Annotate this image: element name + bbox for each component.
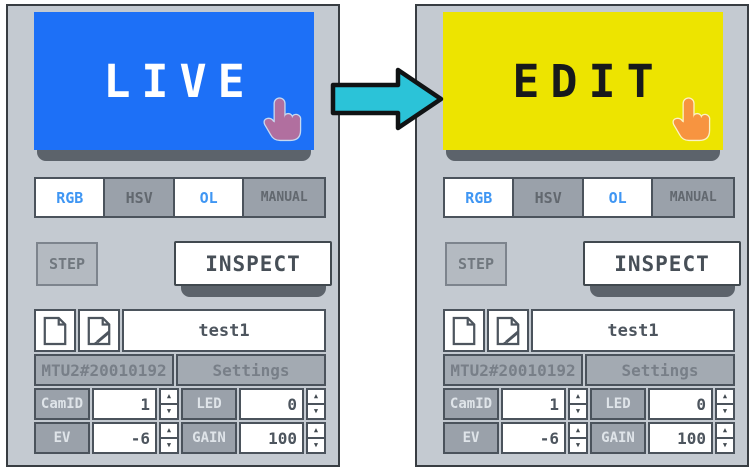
- spinner-down-icon[interactable]: ▼: [166, 407, 172, 415]
- ev-spinner: ▲ ▼: [159, 422, 179, 454]
- led-spinner: ▲ ▼: [306, 388, 326, 420]
- ev-value[interactable]: -6: [92, 422, 157, 454]
- gain-value[interactable]: 100: [648, 422, 713, 454]
- spinner-down-icon[interactable]: ▼: [575, 441, 581, 449]
- camid-spinner: ▲ ▼: [159, 388, 179, 420]
- button-shadow: [590, 286, 735, 297]
- spinner-up-icon[interactable]: ▲: [161, 424, 177, 439]
- tab-rgb[interactable]: RGB: [36, 179, 104, 216]
- device-id-label: MTU2#20010192: [443, 354, 583, 386]
- spinner-up-icon[interactable]: ▲: [717, 390, 733, 405]
- spinner-down-icon[interactable]: ▼: [166, 441, 172, 449]
- new-file-icon: [43, 316, 67, 345]
- tab-hsv[interactable]: HSV: [514, 179, 582, 216]
- tab-ol[interactable]: OL: [174, 179, 243, 216]
- tab-manual[interactable]: MANUAL: [653, 179, 734, 216]
- edit-mode-button[interactable]: EDIT: [443, 12, 723, 150]
- hand-cursor-icon: [672, 97, 711, 142]
- settings-table: test1 MTU2#20010192 Settings CamID 1 ▲ ▼…: [34, 309, 326, 454]
- ev-spinner: ▲ ▼: [568, 422, 588, 454]
- settings-label: Settings: [176, 354, 326, 386]
- spinner-down-icon[interactable]: ▼: [313, 441, 319, 449]
- new-file-button[interactable]: [34, 309, 76, 352]
- inspect-button[interactable]: INSPECT: [174, 241, 332, 286]
- led-spinner: ▲ ▼: [715, 388, 735, 420]
- right-arrow-icon: [330, 67, 444, 131]
- ev-label: EV: [443, 422, 499, 454]
- spinner-up-icon[interactable]: ▲: [308, 390, 324, 405]
- spinner-down-icon[interactable]: ▼: [575, 407, 581, 415]
- ev-value[interactable]: -6: [501, 422, 566, 454]
- edit-file-button[interactable]: [487, 309, 529, 352]
- button-shadow: [37, 150, 311, 161]
- camid-label: CamID: [34, 388, 90, 420]
- mode-tab-bar: RGB HSV OL MANUAL: [443, 177, 735, 218]
- camid-value[interactable]: 1: [501, 388, 566, 420]
- spinner-up-icon[interactable]: ▲: [161, 390, 177, 405]
- spinner-up-icon[interactable]: ▲: [570, 424, 586, 439]
- new-file-icon: [452, 316, 476, 345]
- edit-file-icon: [87, 316, 111, 345]
- gain-spinner: ▲ ▼: [715, 422, 735, 454]
- spinner-down-icon[interactable]: ▼: [722, 441, 728, 449]
- camid-spinner: ▲ ▼: [568, 388, 588, 420]
- edit-panel: EDIT RGB HSV OL MANUAL STEP INSPECT: [415, 4, 749, 467]
- led-label: LED: [181, 388, 237, 420]
- live-panel: LIVE RGB HSV OL MANUAL STEP INSPECT: [6, 4, 340, 467]
- step-button[interactable]: STEP: [445, 242, 507, 286]
- button-shadow: [181, 286, 326, 297]
- led-value[interactable]: 0: [648, 388, 713, 420]
- settings-label: Settings: [585, 354, 735, 386]
- spinner-up-icon[interactable]: ▲: [308, 424, 324, 439]
- filename-field[interactable]: test1: [122, 309, 326, 352]
- spinner-down-icon[interactable]: ▼: [722, 407, 728, 415]
- button-shadow: [446, 150, 720, 161]
- device-id-label: MTU2#20010192: [34, 354, 174, 386]
- edit-file-icon: [496, 316, 520, 345]
- filename-field[interactable]: test1: [531, 309, 735, 352]
- tab-manual[interactable]: MANUAL: [244, 179, 325, 216]
- spinner-down-icon[interactable]: ▼: [313, 407, 319, 415]
- inspect-button[interactable]: INSPECT: [583, 241, 741, 286]
- spinner-up-icon[interactable]: ▲: [717, 424, 733, 439]
- camid-label: CamID: [443, 388, 499, 420]
- gain-label: GAIN: [181, 422, 237, 454]
- step-button[interactable]: STEP: [36, 242, 98, 286]
- tab-ol[interactable]: OL: [583, 179, 652, 216]
- new-file-button[interactable]: [443, 309, 485, 352]
- gain-label: GAIN: [590, 422, 646, 454]
- settings-table: test1 MTU2#20010192 Settings CamID 1 ▲ ▼…: [443, 309, 735, 454]
- led-value[interactable]: 0: [239, 388, 304, 420]
- mode-label: EDIT: [512, 54, 665, 108]
- gain-value[interactable]: 100: [239, 422, 304, 454]
- hand-cursor-icon: [263, 97, 302, 142]
- edit-file-button[interactable]: [78, 309, 120, 352]
- ev-label: EV: [34, 422, 90, 454]
- mode-tab-bar: RGB HSV OL MANUAL: [34, 177, 326, 218]
- mode-label: LIVE: [103, 54, 256, 108]
- tab-rgb[interactable]: RGB: [445, 179, 513, 216]
- live-mode-button[interactable]: LIVE: [34, 12, 314, 150]
- led-label: LED: [590, 388, 646, 420]
- camid-value[interactable]: 1: [92, 388, 157, 420]
- spinner-up-icon[interactable]: ▲: [570, 390, 586, 405]
- tab-hsv[interactable]: HSV: [105, 179, 173, 216]
- gain-spinner: ▲ ▼: [306, 422, 326, 454]
